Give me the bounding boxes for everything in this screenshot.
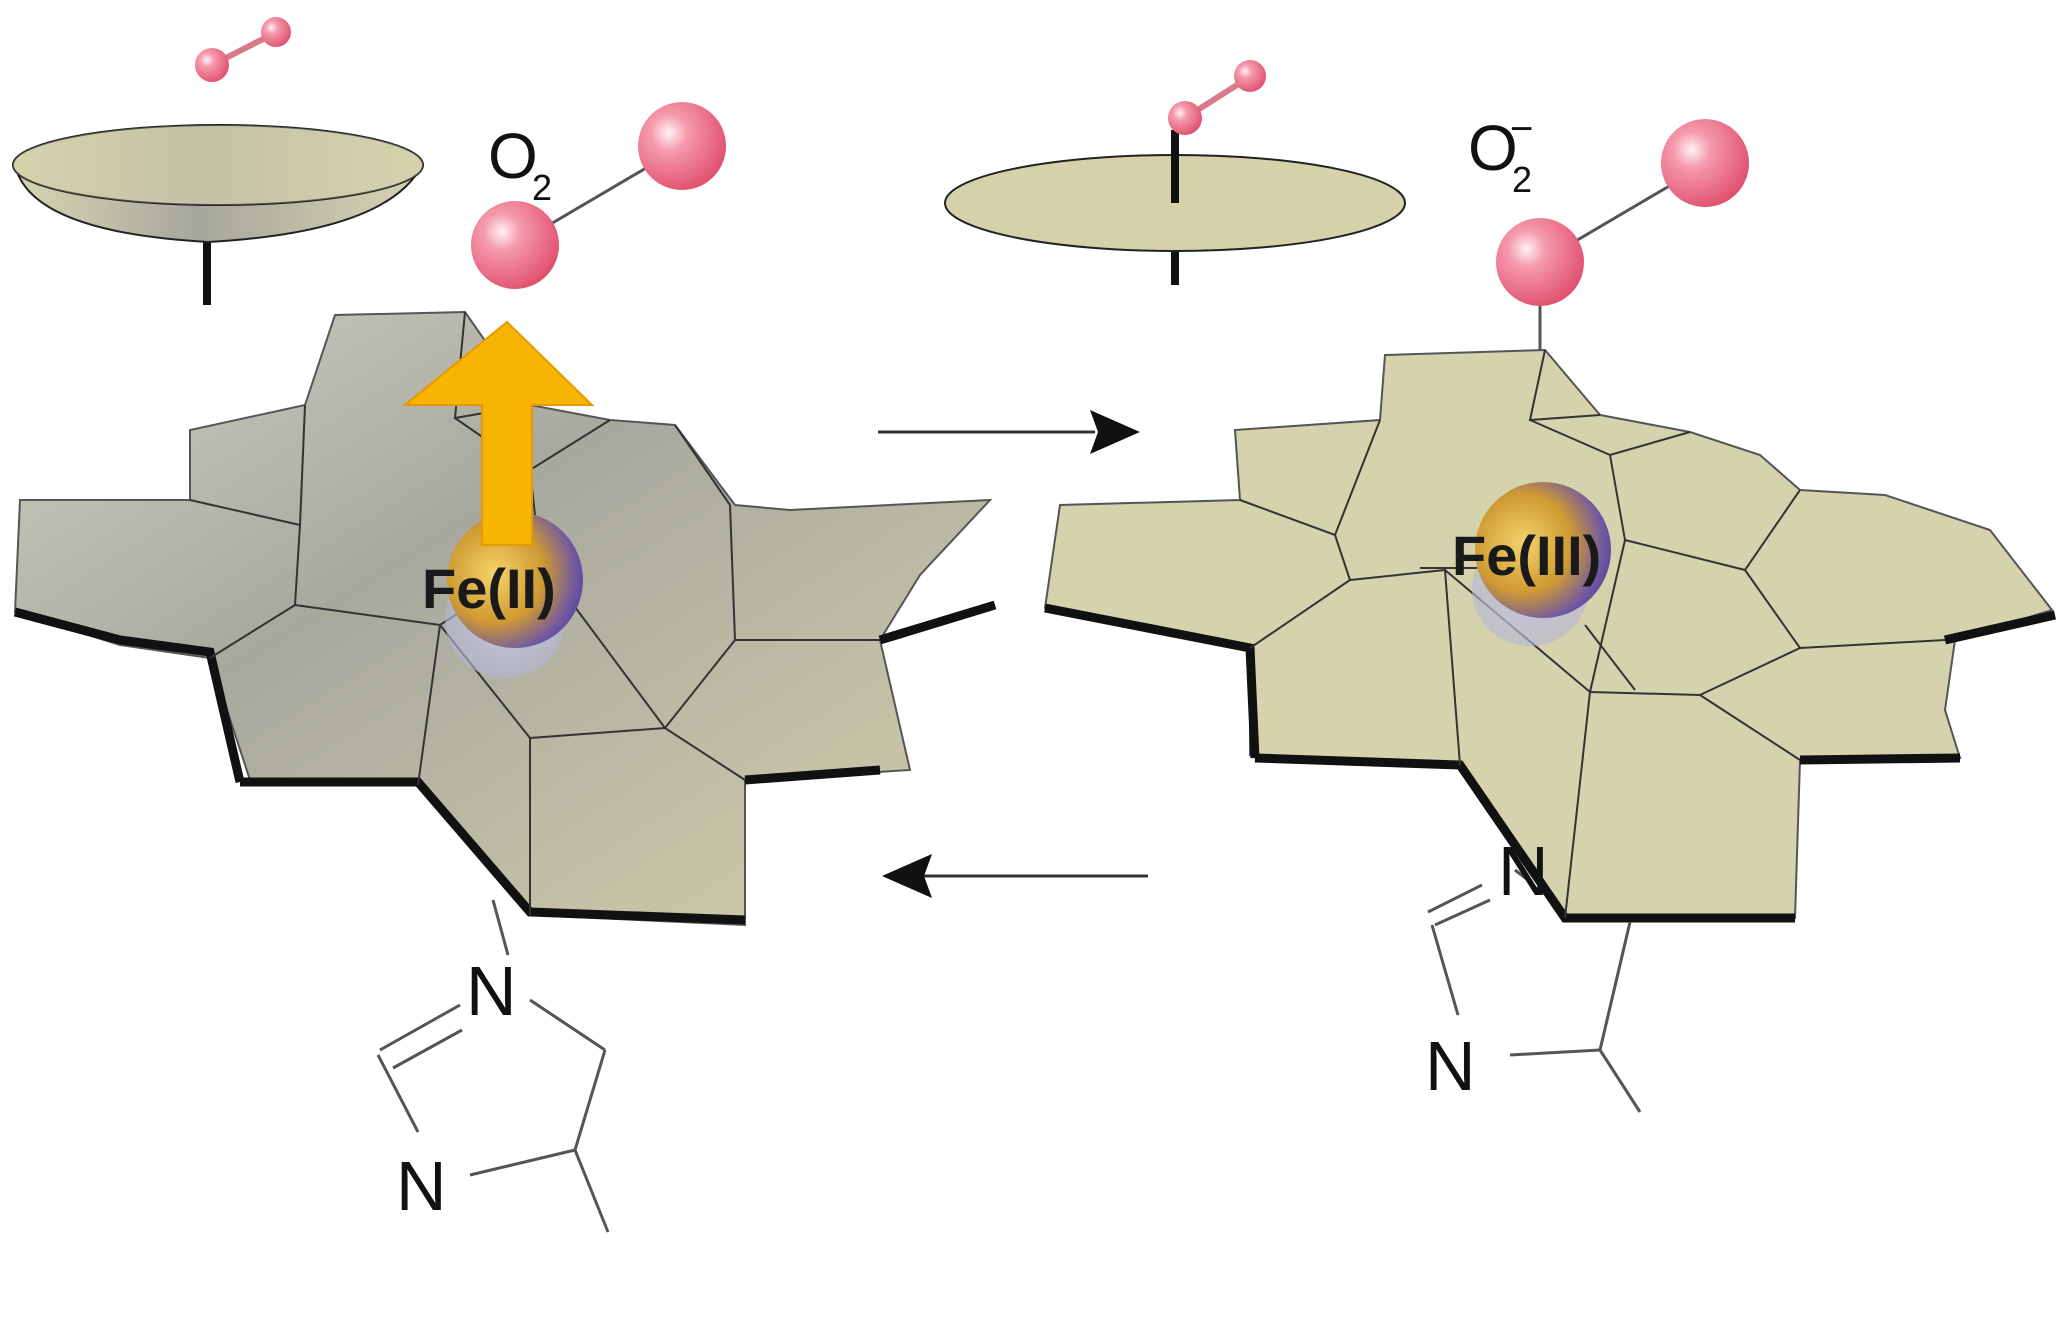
right-n-top-label: N bbox=[1498, 832, 1549, 910]
right-n-bottom-label: N bbox=[1425, 1027, 1476, 1105]
right-o2-molecule bbox=[1496, 119, 1749, 545]
left-o2-subscript: 2 bbox=[532, 167, 552, 208]
reverse-reaction-arrow bbox=[882, 854, 1148, 898]
left-small-o2-molecule bbox=[195, 17, 291, 82]
left-n-top-label: N bbox=[466, 952, 517, 1030]
right-small-o2-molecule bbox=[1168, 60, 1266, 135]
left-metal-label: Fe(II) bbox=[422, 557, 556, 620]
right-iron-atom: Fe(III) bbox=[1452, 482, 1611, 646]
forward-reaction-arrow bbox=[878, 410, 1140, 454]
right-o2-subscript: 2 bbox=[1512, 159, 1532, 200]
left-iron-atom: Fe(II) bbox=[422, 512, 583, 678]
left-spin-arrow bbox=[402, 320, 595, 546]
right-o2-charge: − bbox=[1510, 107, 1533, 151]
left-n-bottom-label: N bbox=[396, 1147, 447, 1225]
left-bowl-shape bbox=[12, 124, 424, 305]
right-complex: O 2 − bbox=[944, 60, 2056, 1113]
left-o2-label: O bbox=[488, 120, 538, 192]
left-o2-molecule bbox=[471, 102, 726, 289]
left-imidazole-ligand: N N bbox=[376, 899, 610, 1233]
right-imidazole-ligand: N N bbox=[1425, 832, 1642, 1113]
left-complex: O 2 bbox=[12, 17, 997, 1233]
right-metal-label: Fe(III) bbox=[1452, 524, 1601, 587]
right-disk-shape bbox=[944, 130, 1406, 285]
right-o2-label: O bbox=[1468, 112, 1518, 184]
